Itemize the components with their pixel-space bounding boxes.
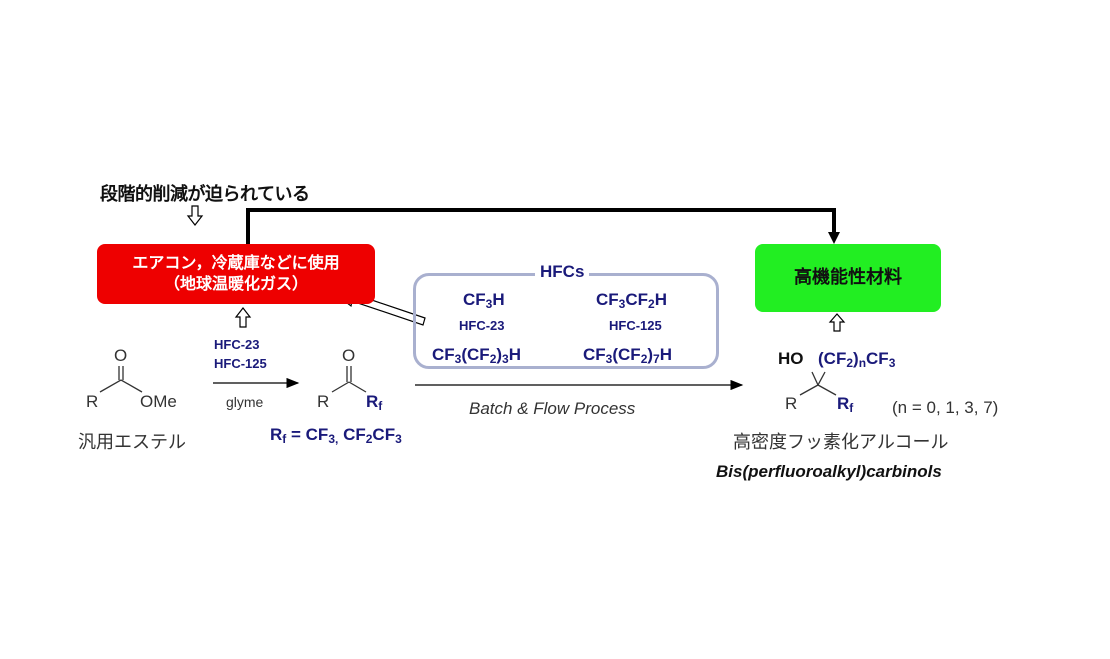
product-caption-en: Bis(perfluoroalkyl)carbinols [716, 462, 942, 481]
hfc-usage-box: エアコン，冷蔵庫などに使用 （地球温暖化ガス） [97, 244, 375, 304]
hfc-usage-line2: （地球温暖化ガス） [163, 274, 308, 293]
ketone-carbonyl-o: O [342, 346, 356, 365]
ester-r-group: R [86, 392, 99, 411]
hollow-down-arrow-icon [186, 205, 204, 226]
solvent-glyme: glyme [226, 394, 264, 410]
ester-structure [99, 366, 143, 393]
product-rf-group: Rf [837, 394, 854, 415]
carbinol-structure [799, 371, 837, 396]
ester-carbonyl-o: O [114, 346, 128, 365]
hollow-up-arrow-icon [234, 307, 252, 328]
hfc-formula-c8: CF3(CF2)7H [583, 345, 673, 366]
hollow-up-arrow-icon-product [828, 313, 846, 332]
phase-down-note: 段階的削減が迫られている [100, 184, 310, 205]
product-ho-label: HO [778, 349, 804, 368]
hfc-formula-c4: CF3(CF2)3H [432, 345, 522, 366]
ketone-r-group: R [317, 392, 330, 411]
reagent-hfc23: HFC-23 [214, 337, 260, 352]
product-caption-jp: 高密度フッ素化アルコール [733, 432, 949, 453]
hfc-formula-cf3h: CF3H [463, 290, 505, 311]
n-values: (n = 0, 1, 3, 7) [892, 398, 999, 417]
hfcs-title: HFCs [535, 262, 590, 282]
feedback-bracket-arrow [246, 208, 836, 244]
feedback-arrowhead [828, 232, 840, 244]
hfc-code-125: HFC-125 [609, 318, 662, 333]
batch-flow-label: Batch & Flow Process [469, 399, 636, 418]
reagent-hfc125: HFC-125 [214, 356, 267, 371]
product-r-group: R [785, 394, 798, 413]
ester-ome-group: OMe [140, 392, 177, 411]
functional-materials-label: 高機能性材料 [794, 267, 902, 288]
ketone-structure [331, 366, 367, 393]
hfc-usage-line1: エアコン，冷蔵庫などに使用 [132, 253, 340, 272]
product-perfluoro-chain: (CF2)nCF3 [818, 349, 896, 370]
ester-caption: 汎用エステル [78, 432, 186, 453]
rf-definition: Rf = CF3, CF2CF3 [270, 425, 402, 446]
functional-materials-box: 高機能性材料 [755, 244, 941, 312]
hfc-code-23: HFC-23 [459, 318, 505, 333]
ketone-rf-group: Rf [366, 392, 383, 413]
hfc-formula-cf3cf2h: CF3CF2H [596, 290, 667, 311]
